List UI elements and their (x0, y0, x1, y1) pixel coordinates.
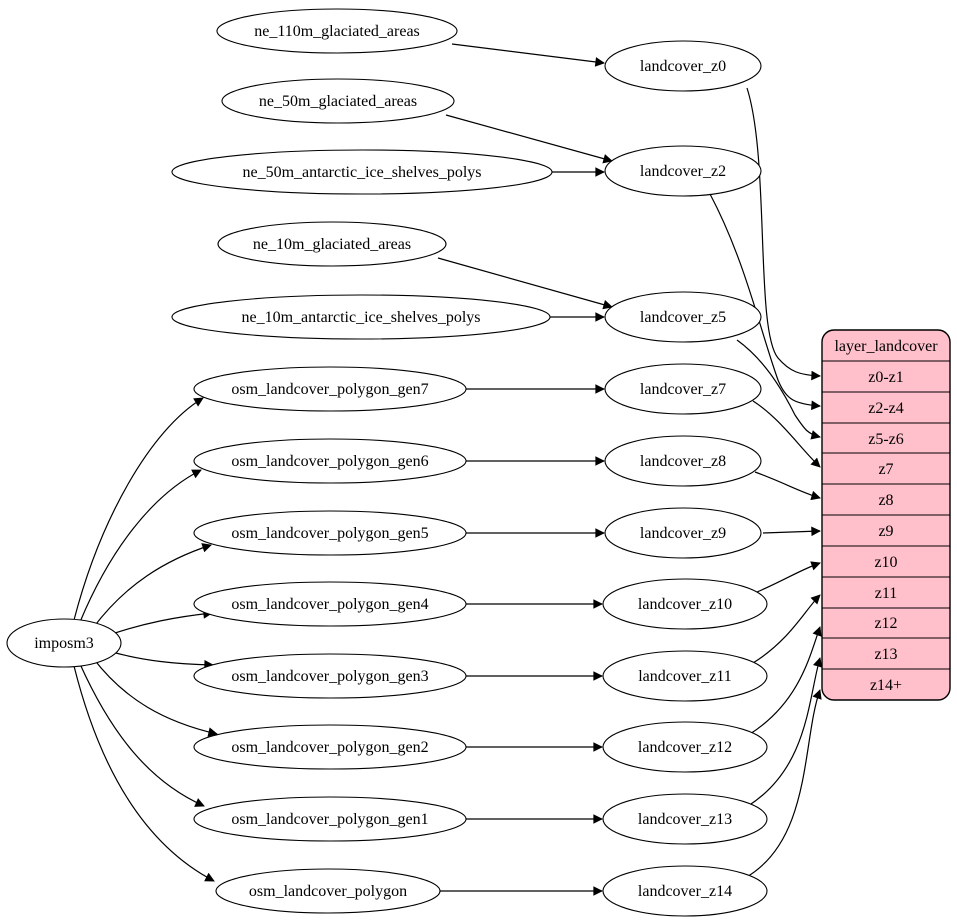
edge-landcover_z13-row-z13 (747, 657, 823, 807)
node-ne_10m_glaciated_areas: ne_10m_glaciated_areas (217, 221, 447, 267)
node-label: osm_landcover_polygon_gen7 (231, 381, 428, 398)
table-layer_landcover: layer_landcover z0-z1 z2-z4 z5-z6 z7 z8 … (821, 329, 951, 701)
node-label: osm_landcover_polygon_gen1 (231, 811, 428, 828)
node-label: imposm3 (34, 635, 94, 652)
node-label: osm_landcover_polygon_gen2 (231, 739, 428, 756)
table-row-z13: z13 (874, 646, 897, 663)
edge-landcover_z8-row-z8 (754, 471, 821, 501)
node-landcover_z5: landcover_z5 (604, 291, 762, 343)
table-row-z10: z10 (874, 554, 897, 571)
edge-imposm3-osm_landcover_polygon_gen3 (111, 651, 214, 670)
table-row-z2-z4: z2-z4 (868, 400, 904, 417)
edge-landcover_z5-row-z5-z6 (736, 339, 821, 440)
node-ne_110m_glaciated_areas: ne_110m_glaciated_areas (216, 8, 458, 54)
node-label: landcover_z9 (640, 525, 726, 542)
node-label: osm_landcover_polygon_gen5 (231, 525, 428, 542)
node-landcover_z13: landcover_z13 (602, 793, 768, 845)
edge-landcover_z2-row-z2-z4 (709, 193, 821, 411)
table-row-z14plus: z14+ (870, 677, 902, 694)
edge-imposm3-osm_landcover_polygon_gen2 (92, 657, 218, 737)
table-row-z7: z7 (878, 461, 893, 478)
node-label: landcover_z12 (638, 739, 732, 756)
edge-imposm3-osm_landcover_polygon (73, 665, 215, 882)
node-label: osm_landcover_polygon_gen6 (231, 453, 428, 470)
node-label: ne_10m_antarctic_ice_shelves_polys (241, 309, 480, 326)
node-osm_landcover_polygon_gen6: osm_landcover_polygon_gen6 (193, 438, 467, 484)
edge-landcover_z14-row-z14plus (744, 689, 822, 879)
node-label: landcover_z8 (640, 453, 726, 470)
node-ne_50m_glaciated_areas: ne_50m_glaciated_areas (221, 78, 455, 124)
node-landcover_z10: landcover_z10 (602, 578, 768, 630)
edge-imposm3-osm_landcover_polygon_gen4 (111, 609, 213, 635)
table-title: layer_landcover (834, 338, 938, 355)
edge-ne_50m_glaciated_areas-landcover_z2 (445, 114, 613, 164)
node-label: landcover_z2 (640, 163, 726, 180)
node-label: landcover_z14 (638, 883, 732, 900)
table-row-z9: z9 (878, 523, 893, 540)
edge-landcover_z12-row-z12 (749, 626, 822, 735)
node-osm_landcover_polygon_gen5: osm_landcover_polygon_gen5 (193, 510, 467, 556)
node-osm_landcover_polygon_gen2: osm_landcover_polygon_gen2 (193, 724, 467, 770)
node-label: ne_10m_glaciated_areas (253, 236, 411, 253)
node-label: osm_landcover_polygon (249, 883, 407, 900)
edge-landcover_z0-row-z0-z1 (746, 87, 821, 381)
node-label: landcover_z0 (640, 58, 726, 75)
node-landcover_z9: landcover_z9 (604, 507, 762, 559)
node-ne_50m_antarctic_ice_shelves_polys: ne_50m_antarctic_ice_shelves_polys (171, 149, 553, 195)
node-label: landcover_z5 (640, 309, 726, 326)
edge-ne_110m_glaciated_areas-landcover_z0 (451, 43, 605, 67)
edge-landcover_z9-row-z9 (762, 526, 821, 537)
edge-landcover_z7-row-z7 (752, 400, 821, 468)
node-label: ne_50m_antarctic_ice_shelves_polys (242, 164, 481, 181)
node-landcover_z11: landcover_z11 (602, 650, 768, 702)
table-row-z0-z1: z0-z1 (868, 369, 904, 386)
table-row-z11: z11 (875, 585, 898, 602)
node-landcover_z14: landcover_z14 (602, 865, 768, 917)
node-label: osm_landcover_polygon_gen3 (231, 668, 428, 685)
node-landcover_z12: landcover_z12 (602, 721, 768, 773)
node-imposm3: imposm3 (6, 618, 122, 668)
node-label: landcover_z7 (640, 381, 726, 398)
node-landcover_z0: landcover_z0 (604, 40, 762, 92)
node-landcover_z2: landcover_z2 (604, 145, 762, 197)
node-landcover_z7: landcover_z7 (604, 363, 762, 415)
node-label: ne_110m_glaciated_areas (254, 23, 420, 40)
node-ne_10m_antarctic_ice_shelves_polys: ne_10m_antarctic_ice_shelves_polys (171, 294, 551, 340)
edge-imposm3-osm_landcover_polygon_gen6 (79, 469, 202, 623)
edges-layer (73, 43, 823, 896)
edge-landcover_z10-row-z10 (756, 561, 821, 593)
table-row-z12: z12 (874, 615, 897, 632)
node-osm_landcover_polygon_gen3: osm_landcover_polygon_gen3 (193, 653, 467, 699)
node-label: ne_50m_glaciated_areas (259, 93, 417, 110)
node-osm_landcover_polygon_gen4: osm_landcover_polygon_gen4 (193, 581, 467, 627)
node-osm_landcover_polygon: osm_landcover_polygon (215, 868, 441, 914)
edge-imposm3-osm_landcover_polygon_gen5 (92, 543, 212, 629)
node-label: landcover_z13 (638, 811, 732, 828)
table-row-z5-z6: z5-z6 (868, 431, 904, 448)
node-landcover_z8: landcover_z8 (604, 435, 762, 487)
edge-imposm3-osm_landcover_polygon_gen1 (79, 663, 205, 807)
edge-ne_10m_glaciated_areas-landcover_z5 (437, 257, 613, 310)
node-label: osm_landcover_polygon_gen4 (231, 596, 428, 613)
table-row-z8: z8 (878, 492, 893, 509)
node-osm_landcover_polygon_gen7: osm_landcover_polygon_gen7 (193, 366, 467, 412)
edge-imposm3-osm_landcover_polygon_gen7 (73, 397, 204, 621)
edge-landcover_z11-row-z11 (752, 594, 821, 664)
node-osm_landcover_polygon_gen1: osm_landcover_polygon_gen1 (193, 796, 467, 842)
node-label: landcover_z11 (638, 668, 732, 685)
node-label: landcover_z10 (638, 596, 732, 613)
